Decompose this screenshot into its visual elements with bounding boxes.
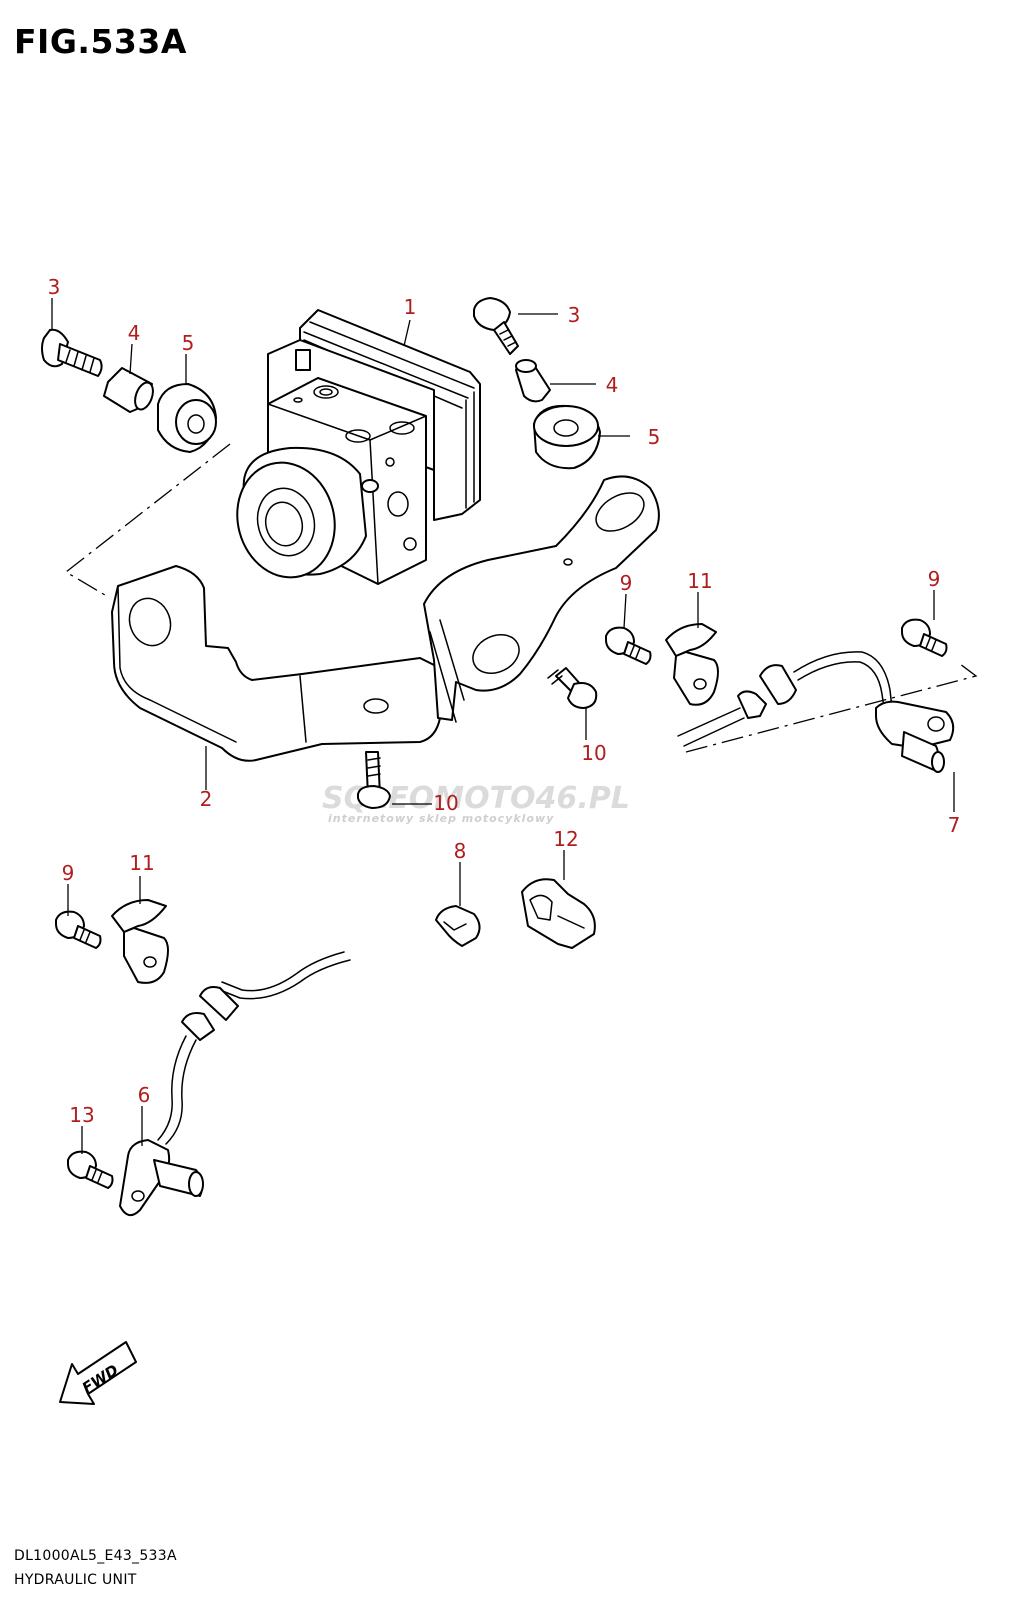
callout-12: 12 <box>553 827 578 851</box>
callout-4-right: 4 <box>606 373 619 397</box>
collar-part-4-right <box>515 359 551 403</box>
callout-1: 1 <box>404 295 417 319</box>
callout-2: 2 <box>200 787 213 811</box>
bolt-part-9-left <box>55 910 102 949</box>
callout-5-right: 5 <box>648 425 661 449</box>
callout-10-upper: 10 <box>581 741 606 765</box>
clamp-part-8 <box>435 905 481 947</box>
watermark-tagline: internetowy sklep motocyklowy <box>328 812 554 825</box>
callout-11-left: 11 <box>129 851 154 875</box>
watermark-brand-tld: .PL <box>577 781 630 816</box>
figure-name: HYDRAULIC UNIT <box>14 1572 137 1588</box>
callout-10-lower: 10 <box>433 791 458 815</box>
callout-labels: 1 2 3 3 4 4 5 5 6 7 8 9 9 9 10 10 11 11 … <box>48 275 961 1127</box>
bolt-part-9-right <box>901 618 948 657</box>
hydraulic-unit-part-1 <box>236 309 481 585</box>
clamp-part-11-left <box>111 899 169 984</box>
bolt-part-10-upper <box>547 667 598 709</box>
rubber-cushion-part-5-right <box>533 404 601 470</box>
callout-9-center: 9 <box>620 571 633 595</box>
guide-lines <box>64 443 978 753</box>
callout-6: 6 <box>138 1083 151 1107</box>
bolt-part-10-lower <box>357 751 391 809</box>
guide-line-left <box>64 443 231 599</box>
callout-leader-lines <box>51 298 955 1154</box>
watermark-brand-num: 46 <box>535 781 578 816</box>
callout-3-left: 3 <box>48 275 61 299</box>
callout-3-right: 3 <box>568 303 581 327</box>
guide-line-right <box>685 663 978 753</box>
flange-bolt-part-3-left <box>41 328 103 377</box>
bolt-part-9-center <box>605 626 652 665</box>
clamp-part-11-center <box>665 623 719 706</box>
speed-sensor-part-6 <box>119 951 351 1217</box>
figure-title: FIG.533A <box>14 22 187 61</box>
callout-7: 7 <box>948 813 961 837</box>
figure-code: DL1000AL5_E43_533A <box>14 1548 177 1564</box>
clamp-part-12 <box>521 878 596 949</box>
watermark-brand-mid: MOTO <box>434 781 535 816</box>
bolt-part-13 <box>67 1150 114 1189</box>
rubber-cushion-part-5-left <box>157 383 217 453</box>
bracket-part-2 <box>111 475 660 762</box>
callout-4-left: 4 <box>128 321 141 345</box>
forward-direction-arrow: FWD <box>59 1341 137 1405</box>
callout-9-right: 9 <box>928 567 941 591</box>
speed-sensor-part-7 <box>677 651 955 773</box>
callout-13: 13 <box>69 1103 94 1127</box>
callout-8: 8 <box>454 839 467 863</box>
collar-part-4-left <box>103 367 154 413</box>
callout-11-center: 11 <box>687 569 712 593</box>
callout-9-left: 9 <box>62 861 75 885</box>
flange-bolt-part-3-right <box>473 297 519 355</box>
callout-5-left: 5 <box>182 331 195 355</box>
